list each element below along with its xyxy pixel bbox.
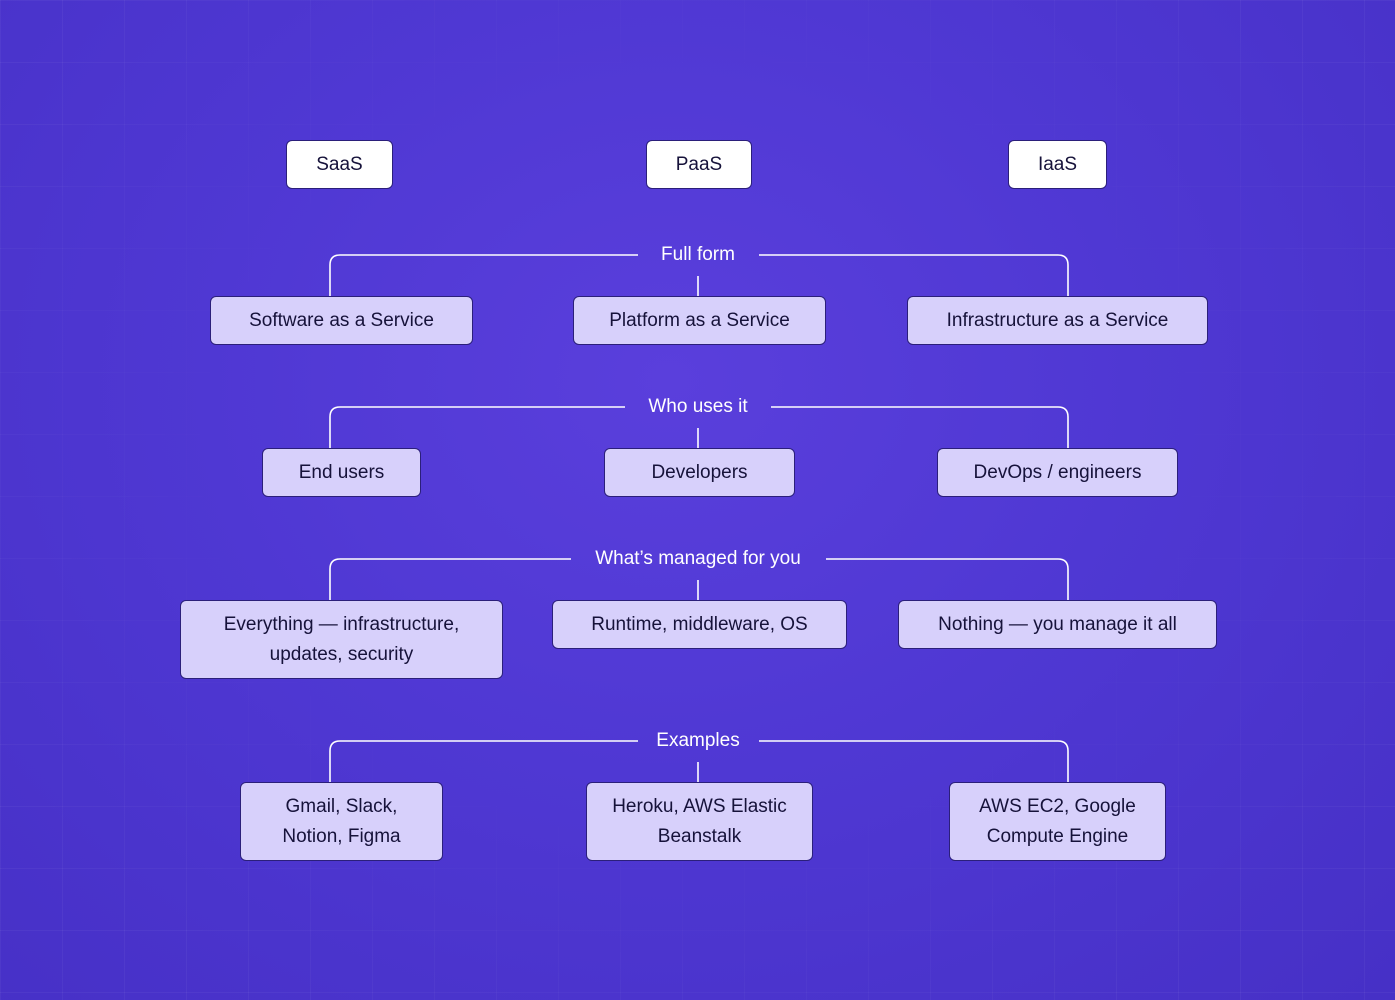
saas-full-form: Software as a Service [210,296,473,345]
header-paas: PaaS [646,140,752,189]
iaas-managed: Nothing — you manage it all [898,600,1217,649]
connector-who-uses-left [329,406,625,448]
saas-users: End users [262,448,421,497]
section-label-full-form: Full form [661,244,735,265]
iaas-full-form: Infrastructure as a Service [907,296,1208,345]
connector-managed-left [329,558,571,600]
header-saas: SaaS [286,140,393,189]
connector-full-form-right [759,254,1069,296]
connector-who-uses-right [771,406,1069,448]
connector-examples-left [329,740,638,782]
connector-examples-right [759,740,1069,782]
iaas-users: DevOps / engineers [937,448,1178,497]
connector-full-form-left [329,254,638,296]
paas-managed: Runtime, middleware, OS [552,600,847,649]
section-label-examples: Examples [656,730,740,751]
connector-managed-right [826,558,1069,600]
paas-users: Developers [604,448,795,497]
paas-full-form: Platform as a Service [573,296,826,345]
header-iaas: IaaS [1008,140,1107,189]
section-label-who-uses-it: Who uses it [648,396,748,417]
saas-managed: Everything — infrastructure, updates, se… [180,600,503,679]
saas-examples: Gmail, Slack, Notion, Figma [240,782,443,861]
paas-examples: Heroku, AWS Elastic Beanstalk [586,782,813,861]
section-label-managed: What’s managed for you [595,548,801,569]
iaas-examples: AWS EC2, Google Compute Engine [949,782,1166,861]
